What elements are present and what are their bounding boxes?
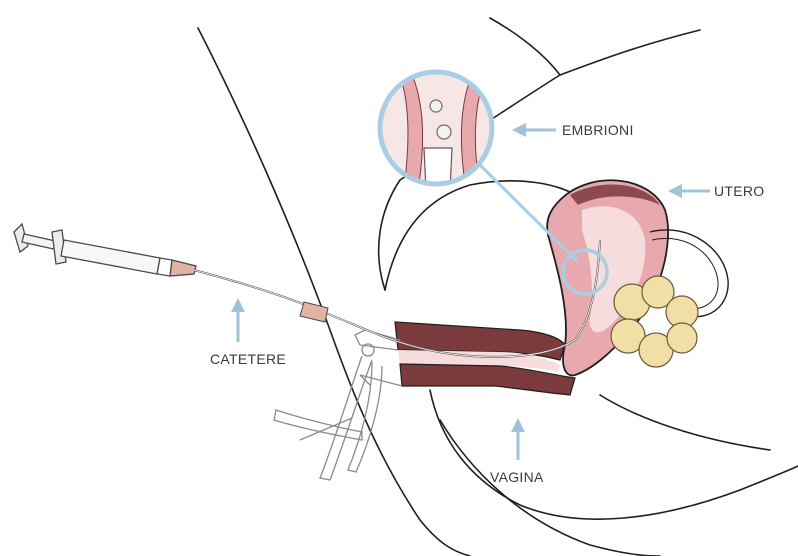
- embryo: [430, 100, 442, 112]
- arrow-embrioni: [512, 123, 556, 137]
- syringe-luer-hub: [170, 260, 196, 276]
- bladder-contour: [385, 181, 575, 290]
- ovary: [611, 276, 698, 367]
- rectum-contour: [600, 395, 770, 450]
- arrow-catetere: [231, 298, 245, 342]
- catheter-connector: [300, 302, 328, 322]
- vagina: [395, 322, 575, 395]
- label-embrioni: EMBRIONI: [562, 122, 634, 138]
- label-vagina: VAGINA: [490, 469, 544, 485]
- ovary-follicle: [667, 323, 697, 353]
- syringe-barrel: [61, 240, 160, 274]
- label-catetere: CATETERE: [210, 351, 286, 367]
- perineum-contour: [430, 390, 798, 519]
- arrow-vagina: [511, 418, 525, 460]
- label-utero: UTERO: [714, 183, 765, 199]
- syringe: [14, 224, 196, 276]
- embryo: [437, 125, 451, 139]
- arrow-utero: [668, 184, 710, 198]
- lower-body-contour: [440, 420, 660, 556]
